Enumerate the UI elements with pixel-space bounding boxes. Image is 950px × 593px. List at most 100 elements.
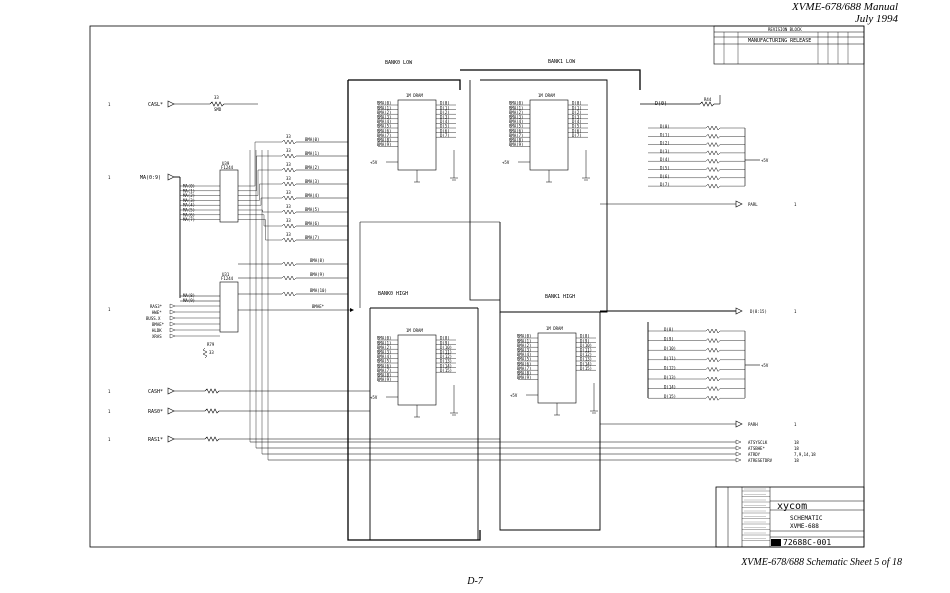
sheet-ref: 1 <box>108 102 111 107</box>
svg-text:BUSS.X: BUSS.X <box>146 316 161 321</box>
d-low-label: D(2) <box>660 141 670 146</box>
d-high-label: D(12) <box>664 365 676 370</box>
d-low-label: D(1) <box>660 132 670 137</box>
svg-text:1M DRAM: 1M DRAM <box>406 93 423 98</box>
svg-text:18: 18 <box>794 446 799 451</box>
svg-text:D(8): D(8) <box>580 334 590 339</box>
d-high-bus: D(8)D(9)D(10)D(11)D(12)D(13)D(14)D(15) +… <box>647 322 769 401</box>
ma-bus-input: 1 MA(0:9) <box>108 173 181 298</box>
svg-text:HWE*: HWE* <box>152 310 162 315</box>
svg-text:D(12): D(12) <box>440 354 452 359</box>
svg-text:BMA(3): BMA(3) <box>377 115 391 120</box>
svg-text:D(3): D(3) <box>440 115 450 120</box>
svg-text:R79: R79 <box>207 342 215 347</box>
svg-text:ATRESETDRV: ATRESETDRV <box>748 458 773 463</box>
svg-text:1: 1 <box>794 202 797 207</box>
svg-text:D(11): D(11) <box>440 350 452 355</box>
bma-label: BMA(4) <box>305 193 319 198</box>
svg-text:D(7): D(7) <box>440 133 450 138</box>
svg-text:ATSBHE*: ATSBHE* <box>748 446 765 451</box>
d-high-label: D(13) <box>664 375 676 380</box>
svg-text:D(2): D(2) <box>572 110 582 115</box>
svg-text:D(3): D(3) <box>572 115 582 120</box>
d-low-label: D(3) <box>660 149 670 154</box>
svg-text:+5V: +5V <box>370 395 378 400</box>
svg-text:RAS1*: RAS1* <box>148 437 163 443</box>
sheet-border <box>89 25 865 548</box>
svg-text:BMA(8): BMA(8) <box>377 138 391 143</box>
svg-text:D(2): D(2) <box>440 110 450 115</box>
svg-text:BMA(7): BMA(7) <box>377 133 391 138</box>
dram-chips: 1M DRAMBMA(0)BMA(1)BMA(2)BMA(3)BMA(4)BMA… <box>370 93 598 418</box>
signal-ma: MA(0:9) <box>140 175 161 181</box>
svg-text:1: 1 <box>108 437 111 442</box>
bank1-high-label: BANK1 HIGH <box>545 294 575 300</box>
svg-text:BMA(10): BMA(10) <box>310 288 327 293</box>
svg-text:BMA(9): BMA(9) <box>517 375 531 380</box>
svg-text:D(14): D(14) <box>580 361 592 366</box>
svg-text:F1244: F1244 <box>221 165 234 170</box>
svg-text:BMA(8): BMA(8) <box>517 371 531 376</box>
svg-text:D(15): D(15) <box>440 368 452 373</box>
svg-text:1: 1 <box>794 422 797 427</box>
dram-chip <box>537 332 577 404</box>
svg-text:BMA(1): BMA(1) <box>377 340 391 345</box>
svg-text:D(8): D(8) <box>440 336 450 341</box>
svg-text:18: 18 <box>794 440 799 445</box>
svg-text:7,9,14,18: 7,9,14,18 <box>794 452 816 457</box>
svg-text:D(14): D(14) <box>440 363 452 368</box>
signal-casl: CASL* <box>148 102 163 108</box>
bma-label: BMA(7) <box>305 235 319 240</box>
svg-text:BMA(0): BMA(0) <box>377 101 391 106</box>
svg-text:33: 33 <box>286 162 291 167</box>
svg-text:BMA(3): BMA(3) <box>377 350 391 355</box>
svg-text:BMA(1): BMA(1) <box>509 105 523 110</box>
svg-text:SMD: SMD <box>214 107 222 112</box>
schematic-title: SCHEMATIC <box>790 515 823 522</box>
svg-text:D(9): D(9) <box>440 340 450 345</box>
bma-label: BMA(6) <box>305 221 319 226</box>
svg-text:+5V: +5V <box>761 363 769 368</box>
svg-text:F1244: F1244 <box>221 276 234 281</box>
svg-text:1: 1 <box>108 307 111 312</box>
svg-text:BMA(4): BMA(4) <box>517 352 531 357</box>
right-outputs: PARL 1 D(8:15) 1 PARH 1 ATSYSCLK ATSBHE*… <box>249 150 816 463</box>
svg-text:33: 33 <box>209 350 214 355</box>
svg-text:D(1): D(1) <box>440 105 450 110</box>
svg-text:U31: U31 <box>222 272 230 277</box>
u39-buffer: U39 F1244 MA(0)MA(1)MA(2)MA(3)MA(4)MA(5)… <box>180 141 282 241</box>
revision-block: REVISION BLOCK MANUFACTURING RELEASE <box>713 25 865 65</box>
svg-text:BMA(2): BMA(2) <box>509 110 523 115</box>
svg-text:33: 33 <box>286 218 291 223</box>
svg-text:ATRDY: ATRDY <box>748 452 761 457</box>
header-title: XVME-678/688 Manual <box>791 1 898 13</box>
svg-text:BMA(3): BMA(3) <box>517 348 531 353</box>
svg-text:BMA(7): BMA(7) <box>509 133 523 138</box>
d-high-label: D(15) <box>664 394 676 399</box>
d-high-label: D(10) <box>664 346 676 351</box>
svg-text:+5V: +5V <box>502 160 510 165</box>
svg-text:BMA(0): BMA(0) <box>377 336 391 341</box>
dram-chip <box>397 334 437 406</box>
svg-text:1: 1 <box>108 389 111 394</box>
svg-text:RAS0*: RAS0* <box>148 409 163 415</box>
bma-label: BMA(2) <box>305 165 319 170</box>
d-high-label: D(8) <box>664 327 674 332</box>
svg-text:+5V: +5V <box>761 158 769 163</box>
svg-text:1M DRAM: 1M DRAM <box>546 326 563 331</box>
signal-d8-15: D(8:15) <box>750 309 767 314</box>
svg-text:1M DRAM: 1M DRAM <box>406 328 423 333</box>
svg-text:33: 33 <box>286 204 291 209</box>
svg-text:BMA(6): BMA(6) <box>509 128 523 133</box>
bank0-high-label: BANK0 HIGH <box>378 291 408 297</box>
svg-text:BMA(3): BMA(3) <box>509 115 523 120</box>
svg-text:D(9): D(9) <box>580 338 590 343</box>
svg-text:BMA(5): BMA(5) <box>517 357 531 362</box>
d-low-label: D(7) <box>660 182 670 187</box>
svg-text:U39: U39 <box>222 161 230 166</box>
svg-text:D(6): D(6) <box>440 128 450 133</box>
casl-input: 1 CASL* 33 SMD <box>108 95 258 112</box>
svg-text:MA(8): MA(8) <box>183 293 195 298</box>
svg-text:ATSYSCLK: ATSYSCLK <box>748 440 768 445</box>
